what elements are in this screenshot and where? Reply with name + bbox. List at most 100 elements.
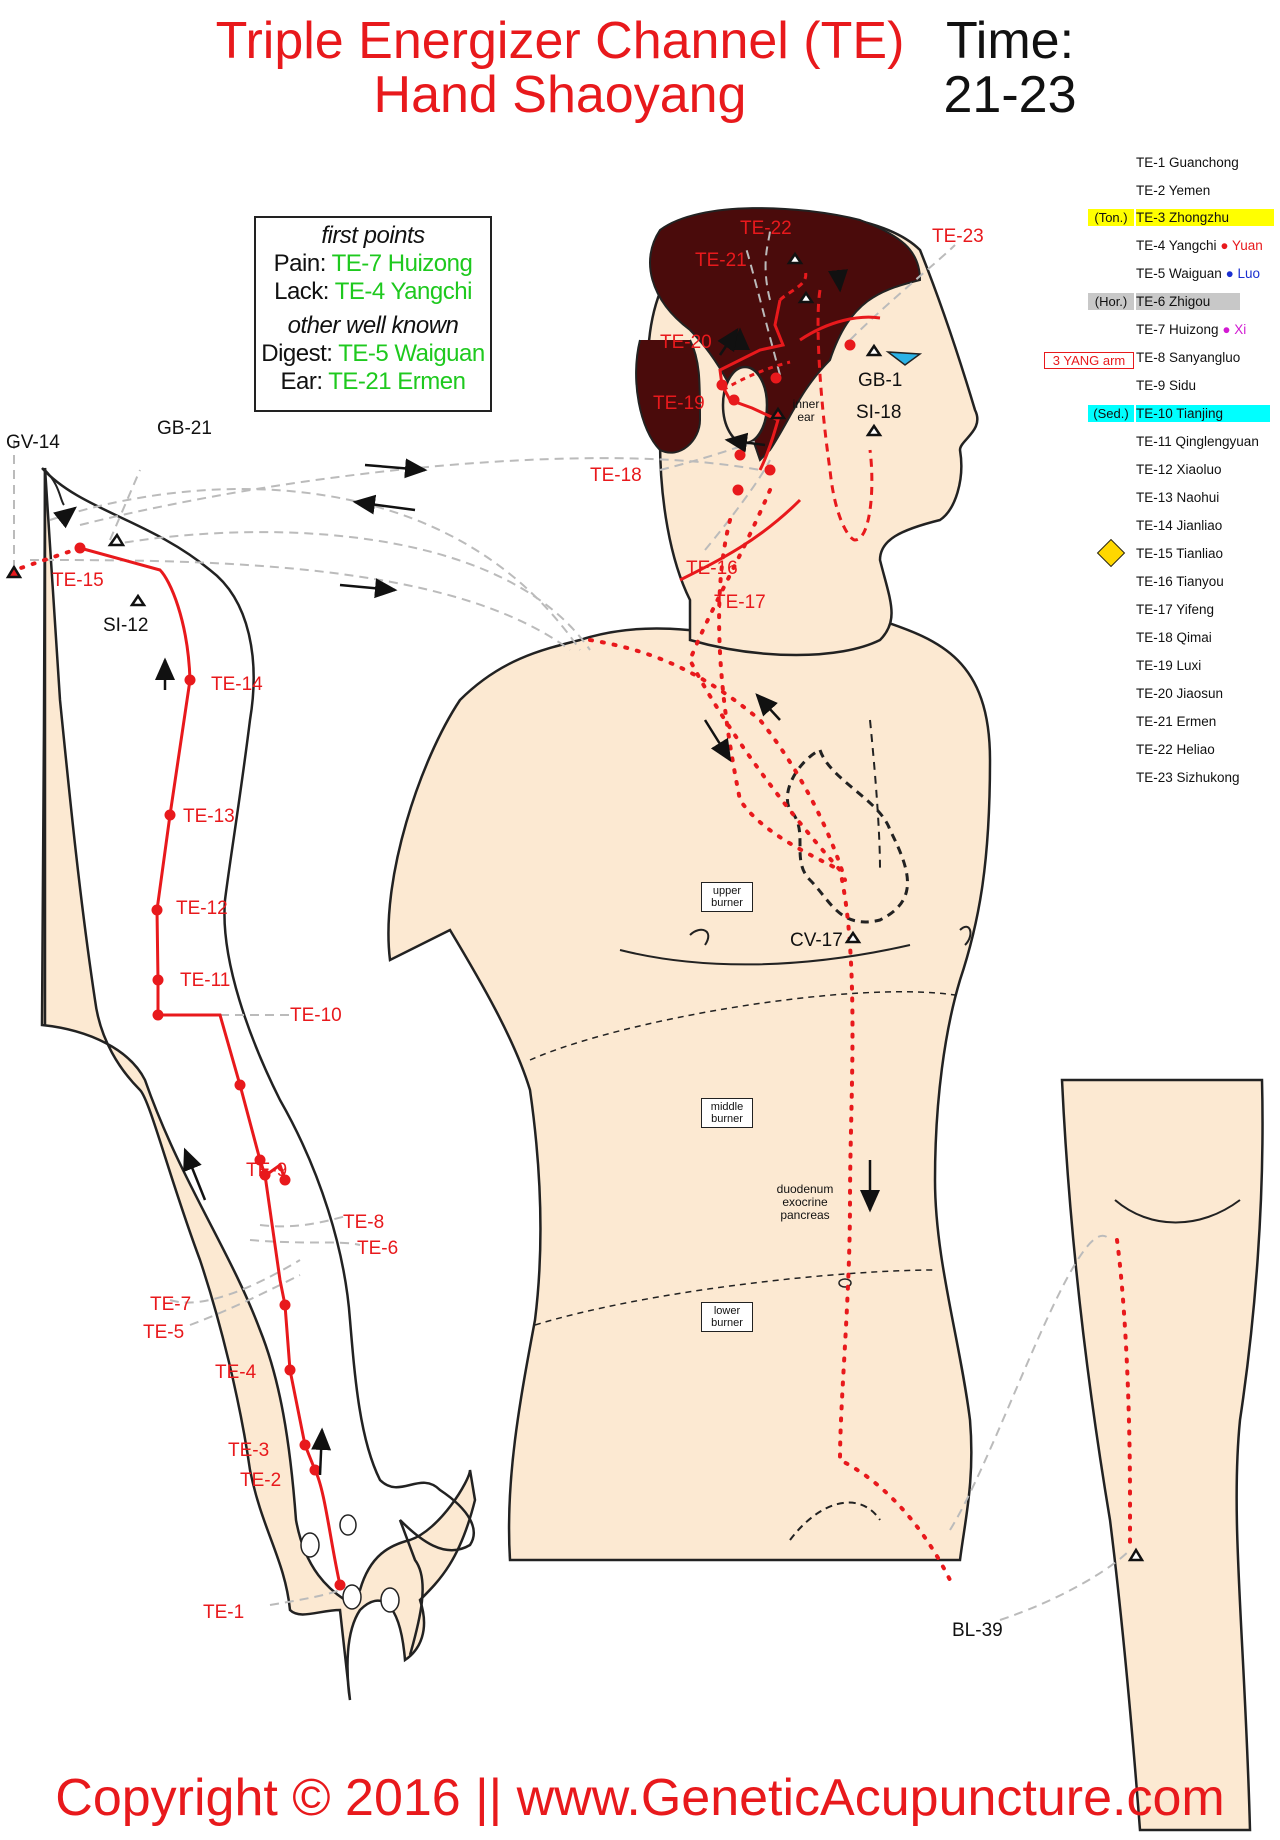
point-list-item-name: TE-4 Yangchi — [1136, 238, 1217, 253]
label-cv17: CV-17 — [790, 930, 843, 951]
label-te3: TE-3 — [228, 1440, 270, 1461]
label-te7: TE-7 — [150, 1294, 192, 1315]
point-list-item: TE-4 Yangchi ● Yuan — [1136, 237, 1263, 254]
lack-row: Lack: TE-4 Yangchi — [256, 278, 490, 306]
label-gv14: GV-14 — [6, 432, 60, 453]
label-gb1: GB-1 — [858, 370, 903, 391]
other-heading: other well known — [287, 312, 459, 339]
time-value: 21-23 — [943, 66, 1077, 124]
label-te2: TE-2 — [240, 1470, 282, 1491]
point-list-item: TE-6 Zhigou — [1136, 293, 1240, 310]
title-line-2: Hand Shaoyang — [373, 66, 747, 124]
point-list-item: TE-8 Sanyangluo — [1136, 350, 1241, 365]
luo-tag: ● Luo — [1225, 266, 1260, 281]
label-te1: TE-1 — [203, 1602, 245, 1623]
point-list-item: TE-13 Naohui — [1136, 490, 1220, 505]
point-list-item: TE-20 Jiaosun — [1136, 686, 1224, 701]
horary-tag: (Hor.) — [1088, 293, 1134, 310]
label-te16: TE-16 — [686, 558, 738, 579]
label-si12: SI-12 — [103, 615, 149, 636]
label-te4: TE-4 — [215, 1362, 257, 1383]
label-si18: SI-18 — [856, 402, 902, 423]
ear-value: TE-21 Ermen — [328, 368, 466, 395]
label-te5: TE-5 — [143, 1322, 185, 1343]
label-te17: TE-17 — [714, 592, 766, 613]
label-bl39: BL-39 — [952, 1620, 1003, 1641]
label-te9: TE-9 — [246, 1160, 288, 1181]
leg-figure — [1060, 1078, 1264, 1832]
label-te21: TE-21 — [695, 250, 747, 271]
point-list-item: TE-16 Tianyou — [1136, 574, 1224, 589]
head-figure — [635, 207, 979, 657]
point-list-item: TE-21 Ermen — [1136, 714, 1217, 729]
label-te22: TE-22 — [740, 218, 792, 239]
point-list-item: TE-18 Qimai — [1136, 630, 1212, 645]
label-te18: TE-18 — [590, 465, 642, 486]
lack-value: TE-4 Yangchi — [334, 278, 473, 305]
label-te20: TE-20 — [660, 332, 712, 353]
yuan-tag: ● Yuan — [1220, 238, 1263, 253]
label-te6: TE-6 — [357, 1238, 399, 1259]
point-list-item: TE-10 Tianjing — [1136, 405, 1270, 422]
copyright-footer: Copyright © 2016 || www.GeneticAcupunctu… — [55, 1769, 1225, 1827]
digest-value: TE-5 Waiguan — [338, 340, 485, 367]
label-te14: TE-14 — [211, 674, 263, 695]
label-gb21: GB-21 — [157, 418, 212, 439]
point-list-item: TE-19 Luxi — [1136, 658, 1202, 673]
point-list-item: TE-23 Sizhukong — [1136, 770, 1240, 785]
label-te13: TE-13 — [183, 806, 235, 827]
digest-row: Digest: TE-5 Waiguan — [256, 340, 490, 368]
chart-title: Triple Energizer Channel (TE) Hand Shaoy… — [190, 14, 930, 122]
sedation-tag: (Sed.) — [1088, 405, 1134, 422]
label-organs: duodenum exocrine pancreas — [776, 1182, 834, 1222]
first-points-heading: first points — [321, 222, 425, 249]
digest-key: Digest: — [261, 340, 333, 367]
label-te12: TE-12 — [176, 898, 228, 919]
tonification-tag: (Ton.) — [1088, 209, 1134, 226]
point-list-item: TE-2 Yemen — [1136, 183, 1211, 198]
middle-burner-box: middle burner — [701, 1098, 753, 1128]
pain-value: TE-7 Huizong — [331, 250, 473, 277]
label-te23: TE-23 — [932, 226, 984, 247]
label-inner-ear: inner ear — [792, 397, 820, 424]
ear-key: Ear: — [280, 368, 324, 395]
point-list-item: TE-12 Xiaoluo — [1136, 462, 1222, 477]
label-te11: TE-11 — [180, 970, 231, 991]
pain-row: Pain: TE-7 Huizong — [256, 250, 490, 278]
lower-burner-box: lower burner — [701, 1302, 753, 1332]
pain-key: Pain: — [273, 250, 327, 277]
point-list-item: TE-9 Sidu — [1136, 378, 1197, 393]
torso-figure — [387, 608, 992, 1562]
label-te8: TE-8 — [343, 1212, 385, 1233]
arm-figure — [40, 467, 477, 1701]
point-markers — [74, 339, 856, 1591]
point-list-item: TE-5 Waiguan ● Luo — [1136, 265, 1260, 282]
connector-lines — [13, 229, 1131, 1621]
point-list-item-name: TE-7 Huizong — [1136, 322, 1219, 337]
point-list-item: TE-7 Huizong ● Xi — [1136, 321, 1246, 338]
point-list-item: TE-22 Heliao — [1136, 742, 1215, 757]
label-te19: TE-19 — [653, 393, 705, 414]
xi-tag: ● Xi — [1222, 322, 1247, 337]
title-line-1: Triple Energizer Channel (TE) — [215, 12, 905, 70]
point-list-item: TE-1 Guanchong — [1136, 155, 1239, 170]
point-list-item: TE-3 Zhongzhu — [1136, 209, 1274, 226]
point-list-item-name: TE-5 Waiguan — [1136, 266, 1222, 281]
flow-arrows — [53, 269, 880, 1476]
time-block: Time: 21-23 — [930, 14, 1090, 122]
first-points-box: first points Pain: TE-7 Huizong Lack: TE… — [254, 216, 492, 412]
label-te10: TE-10 — [290, 1005, 342, 1026]
lack-key: Lack: — [274, 278, 329, 305]
point-list-item: TE-15 Tianliao — [1136, 546, 1224, 561]
point-list-item: TE-17 Yifeng — [1136, 602, 1215, 617]
point-list-item: TE-14 Jianliao — [1136, 518, 1223, 533]
point-list-item: TE-11 Qinglengyuan — [1136, 434, 1259, 449]
upper-burner-box: upper burner — [701, 882, 753, 912]
time-label: Time: — [945, 12, 1075, 70]
reference-point-triangles — [5, 251, 1145, 1562]
label-te15: TE-15 — [52, 570, 104, 591]
ear-row: Ear: TE-21 Ermen — [256, 368, 490, 396]
three-yang-tag: 3 YANG arm — [1044, 352, 1134, 369]
